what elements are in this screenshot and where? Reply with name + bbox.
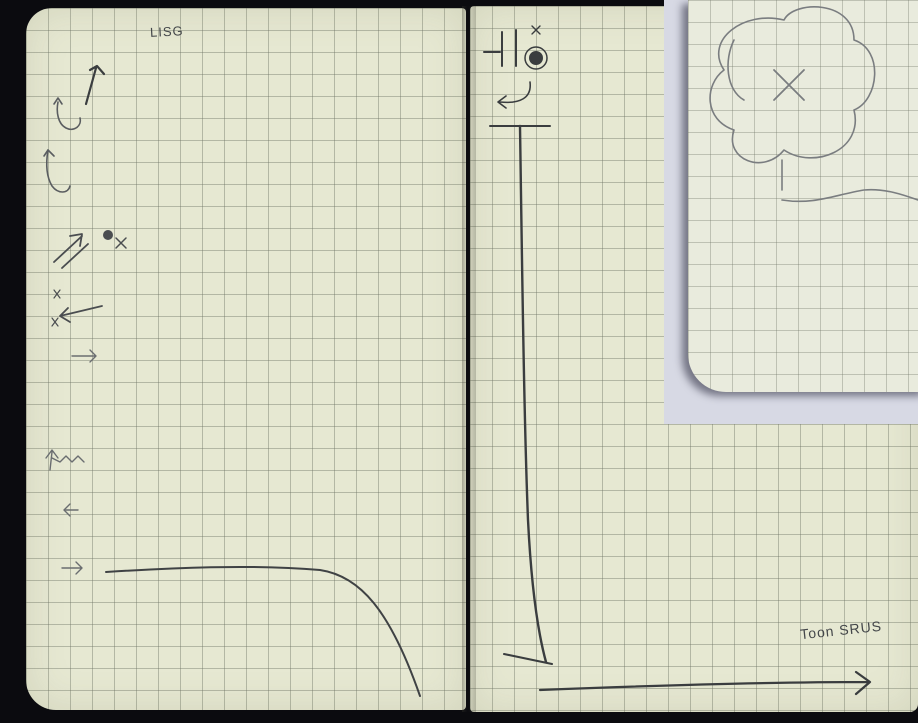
- rotate-icon: [44, 98, 80, 192]
- right-arrow-icon: [46, 350, 96, 574]
- horizontal-arrow: [540, 672, 870, 694]
- curve-line: [106, 567, 420, 696]
- top-symbol-group: [484, 26, 547, 108]
- diagonal-arrow-icon: [54, 234, 88, 268]
- vertical-line: [520, 126, 546, 662]
- target-icon: [103, 230, 126, 248]
- inset-photo: [664, 0, 918, 424]
- cloud-sketch: [710, 7, 918, 201]
- up-arrow-icon: [86, 66, 104, 104]
- left-arrow-icon: [52, 290, 102, 326]
- inset-sketch: [664, 0, 918, 424]
